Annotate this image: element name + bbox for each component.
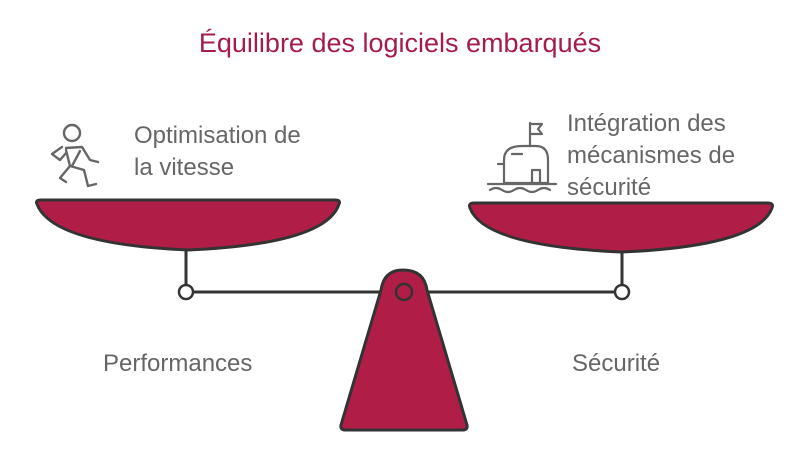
performances-label: Performances <box>103 350 253 377</box>
running-person-icon <box>50 123 100 188</box>
right-pan <box>468 201 774 254</box>
right-description: Intégration des mécanismes de sécurité <box>567 108 787 204</box>
right-description-line: mécanismes de <box>567 142 736 169</box>
fulcrum <box>339 268 469 432</box>
left-description-line: Optimisation de <box>134 122 301 149</box>
castle-flag-icon <box>486 121 558 194</box>
securite-label: Sécurité <box>572 350 661 377</box>
left-pan <box>35 198 341 252</box>
left-description: Optimisation de la vitesse <box>134 120 354 184</box>
right-description-line: Intégration des <box>567 110 726 137</box>
diagram-title: Équilibre des logiciels embarqués <box>198 28 602 58</box>
right-beam-joint <box>613 283 631 301</box>
left-beam-joint <box>177 283 195 301</box>
right-description-line: sécurité <box>567 174 652 201</box>
pivot-circle <box>394 282 414 302</box>
left-description-line: la vitesse <box>134 154 235 181</box>
